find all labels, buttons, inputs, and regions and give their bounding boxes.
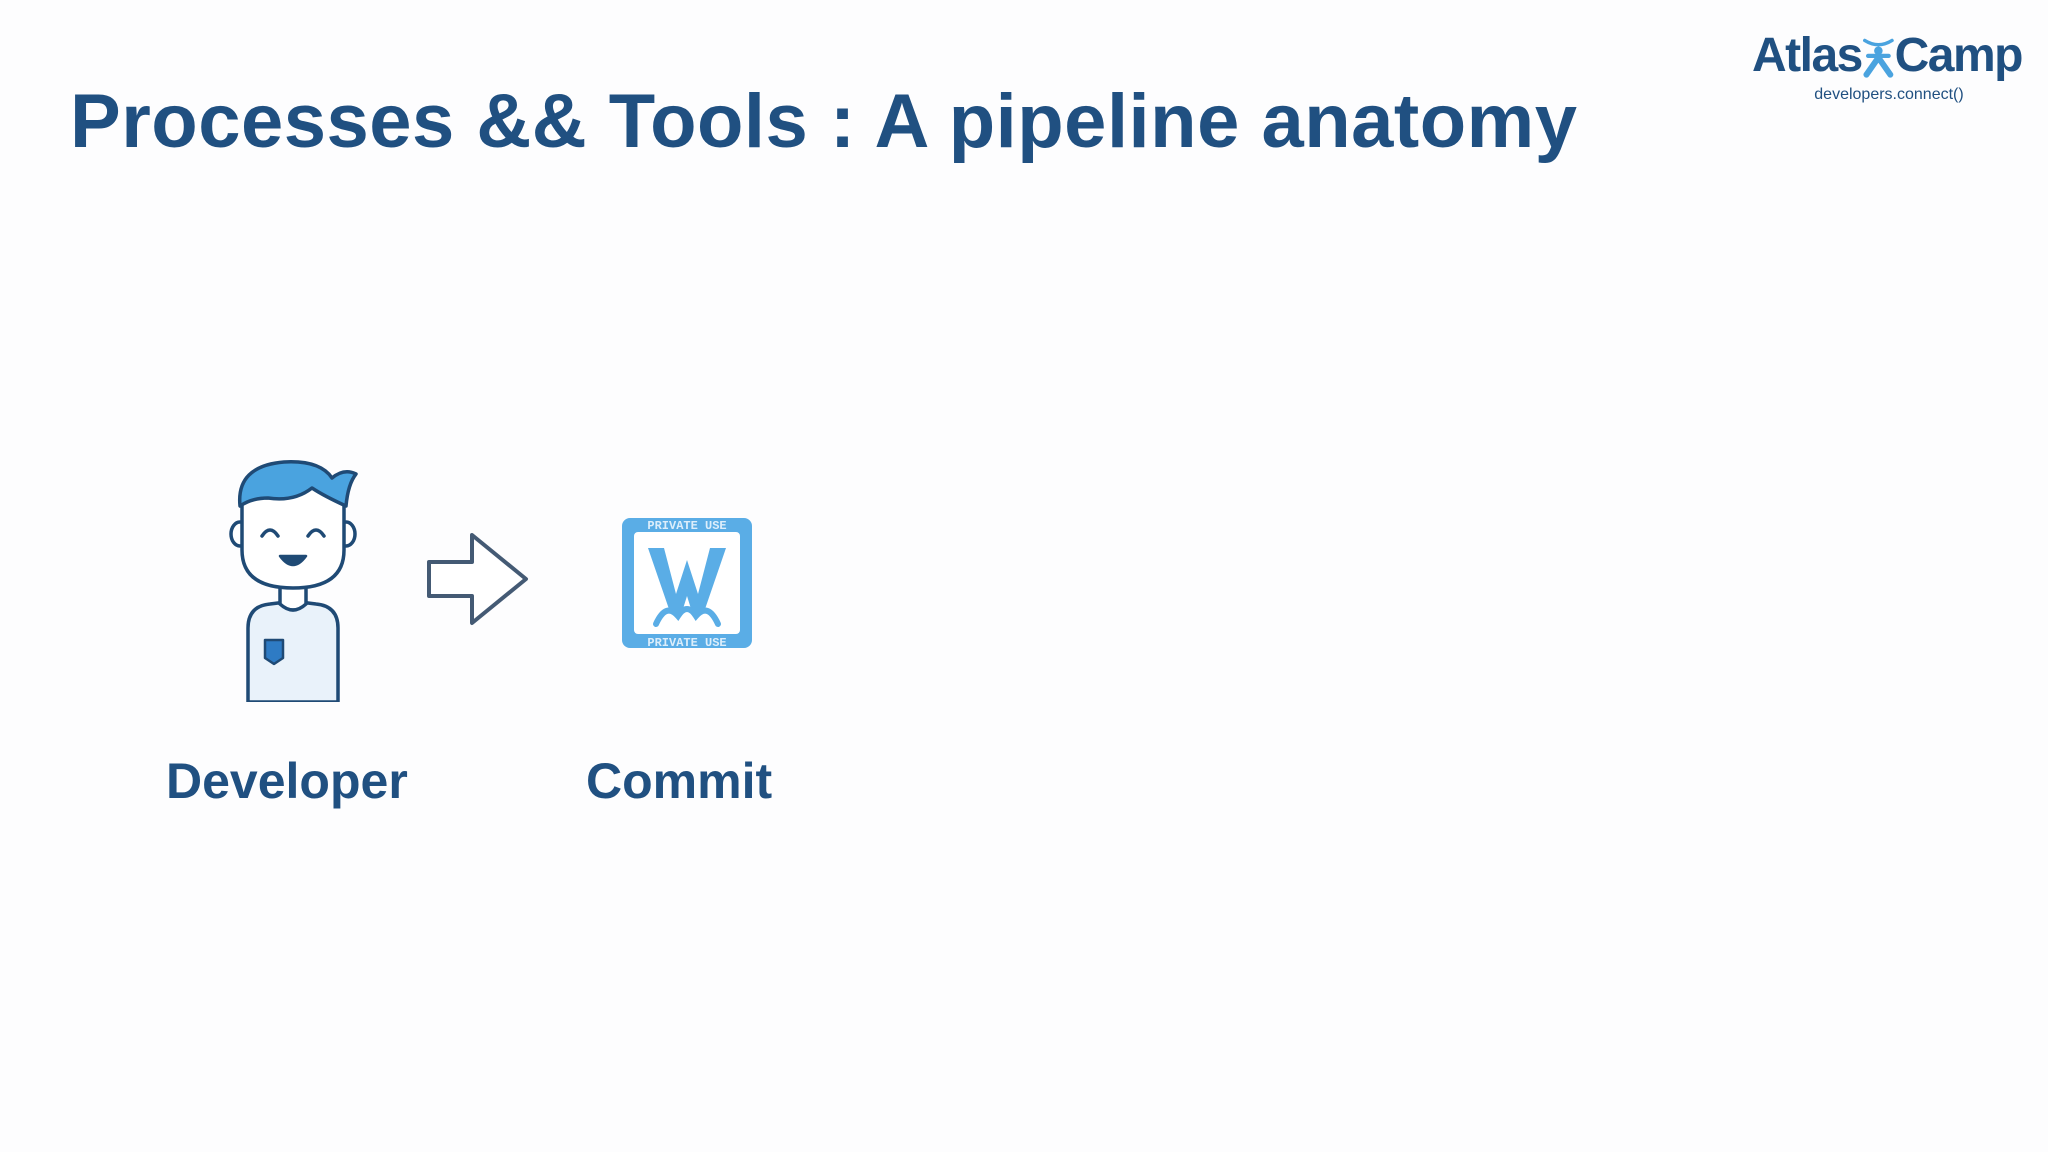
logo-word-right: Camp bbox=[1894, 29, 2024, 82]
logo-tagline: developers.connect() bbox=[1814, 86, 1964, 103]
step-label-developer: Developer bbox=[166, 753, 408, 809]
logo-camper-icon bbox=[1862, 38, 1894, 78]
step-label-commit: Commit bbox=[586, 753, 773, 809]
page-title: Processes && Tools : A pipeline anatomy bbox=[70, 79, 1578, 164]
stamp-text-bottom: PRIVATE USE bbox=[647, 636, 726, 650]
atlascamp-logo: Atlas Camp developers.connect() bbox=[1752, 29, 2024, 104]
right-arrow-icon bbox=[427, 533, 528, 625]
developer-person-icon bbox=[229, 460, 358, 702]
logo-wordmark: Atlas Camp bbox=[1752, 29, 2024, 82]
logo-word-left: Atlas bbox=[1752, 29, 1863, 82]
commit-stamp-icon: PRIVATE USE PRIVATE USE bbox=[622, 518, 752, 650]
stamp-text-top: PRIVATE USE bbox=[647, 519, 726, 533]
